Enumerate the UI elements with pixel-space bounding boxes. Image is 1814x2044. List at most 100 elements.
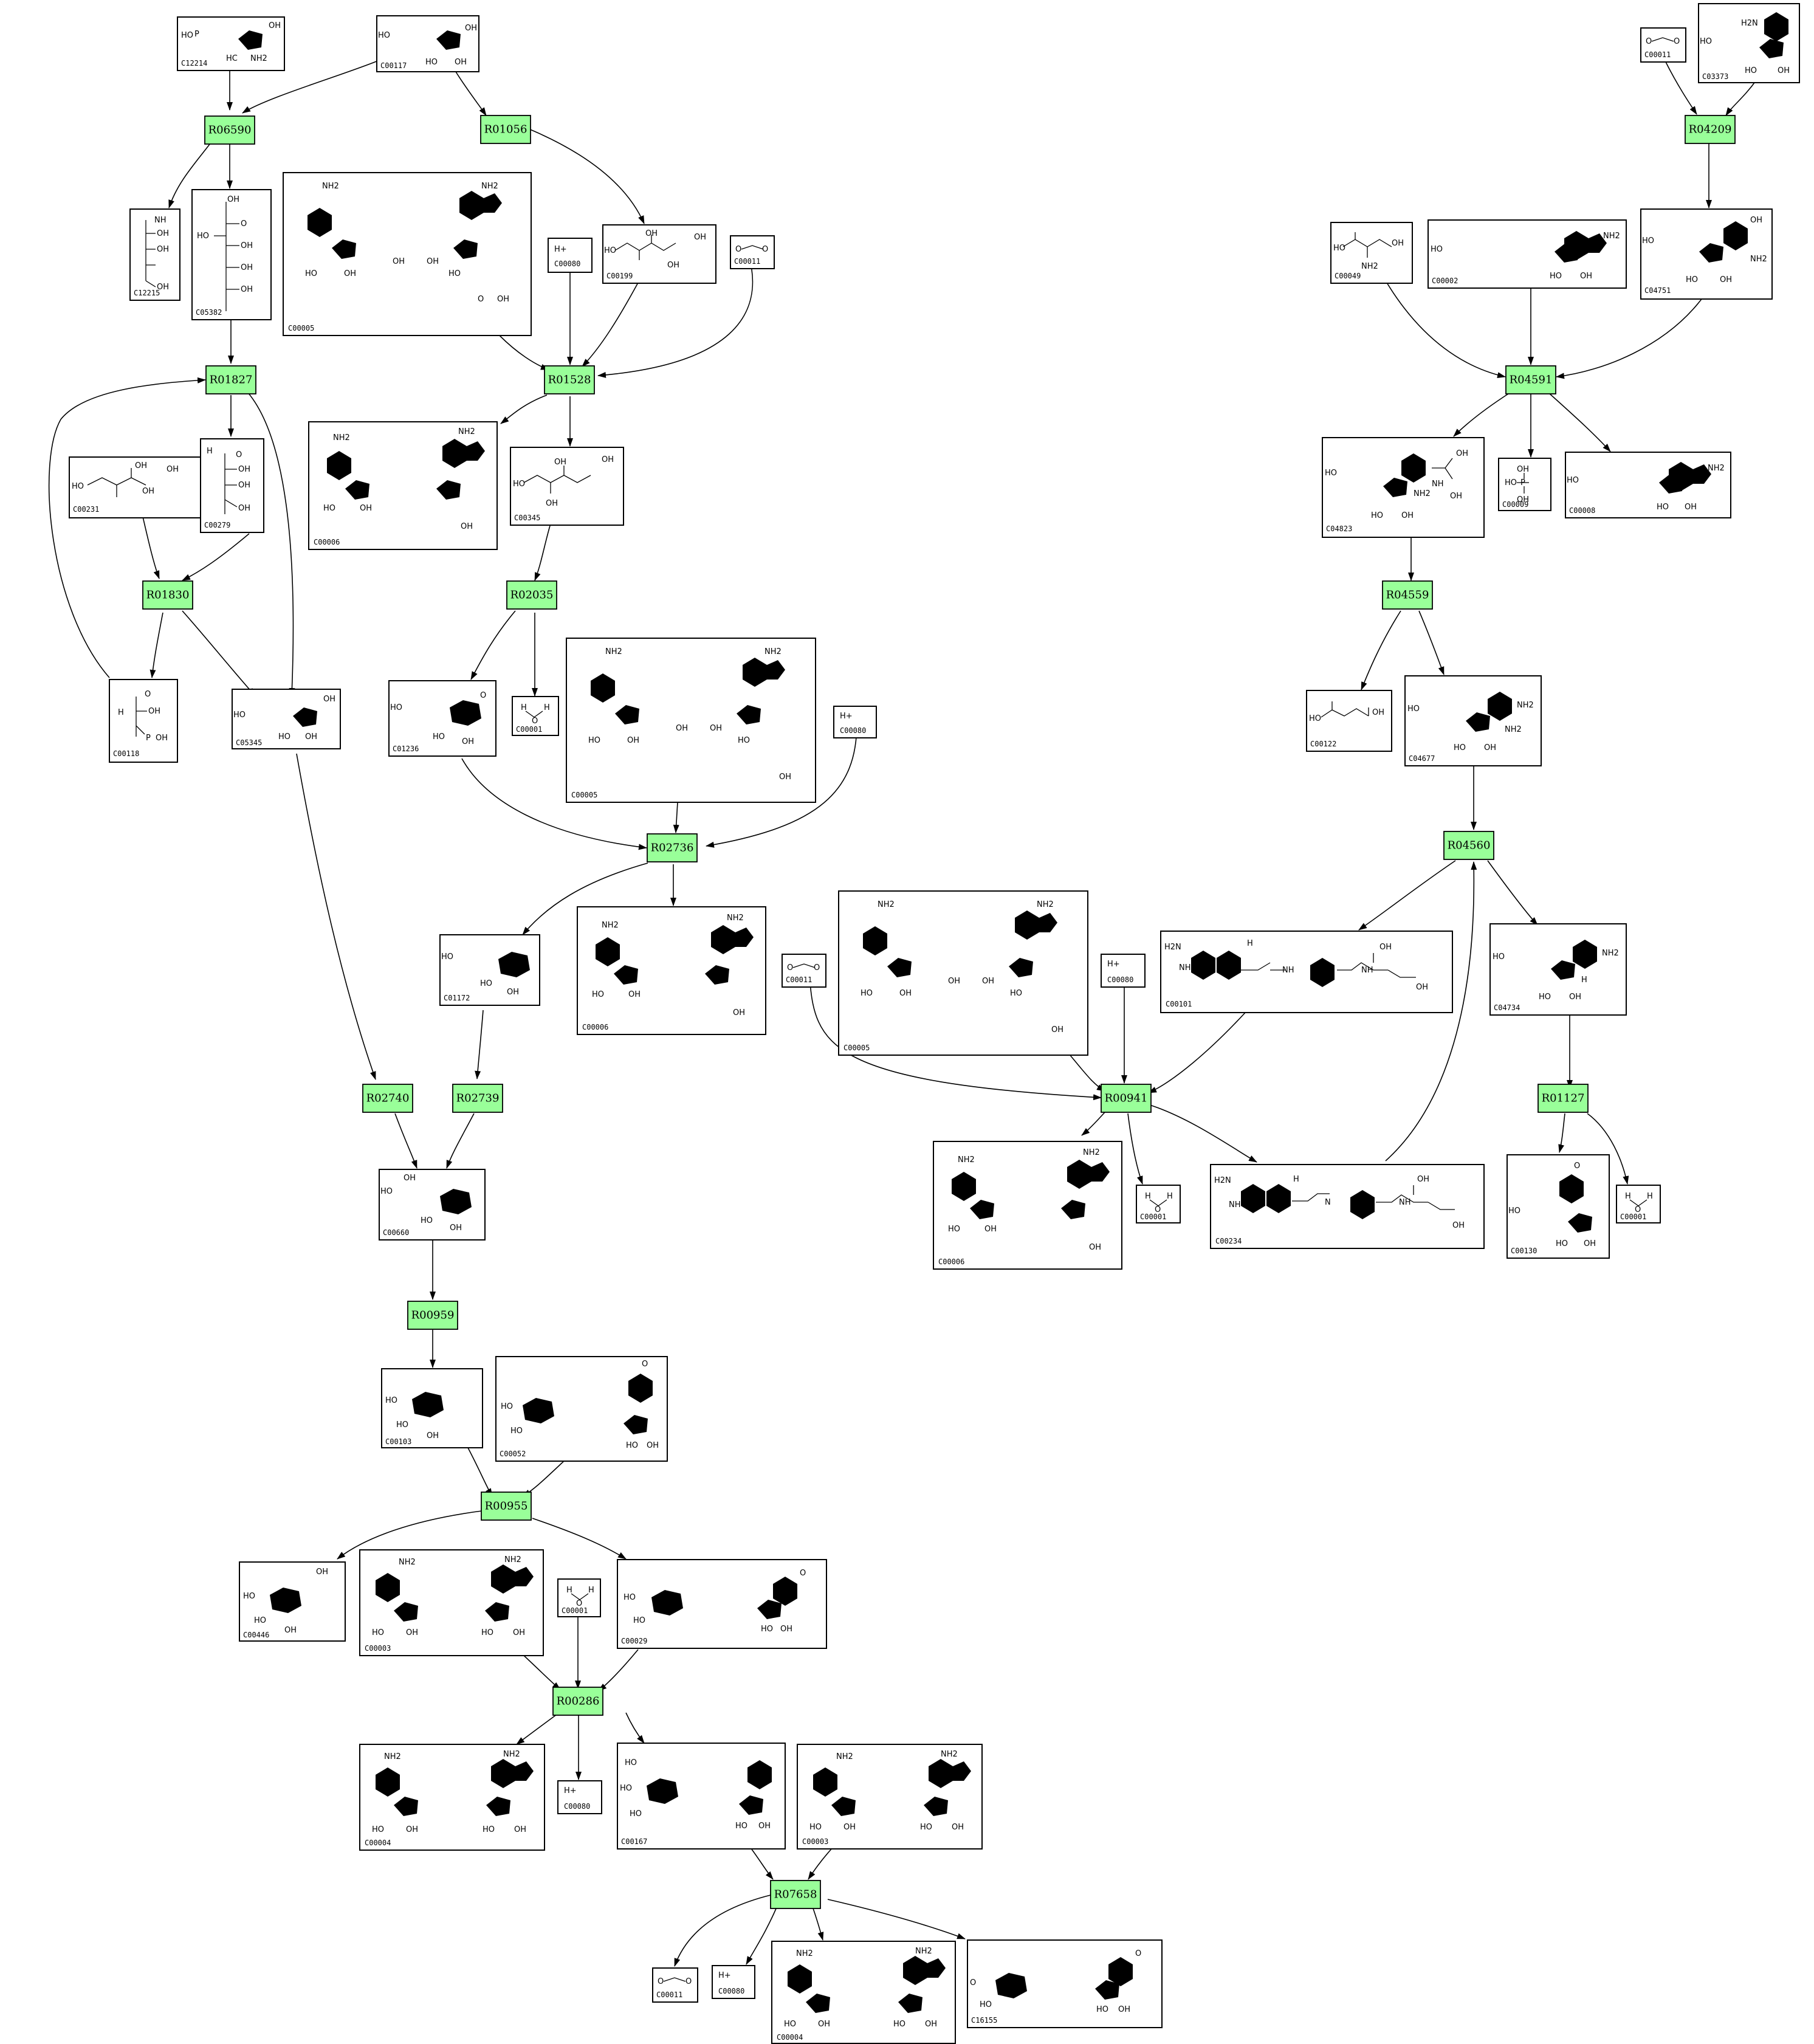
compound-node-C00118[interactable]: H O OH P OH C00118 <box>109 679 178 763</box>
compound-node-C00006-b[interactable]: NH2 NH2 HO OH OH C00006 <box>577 906 766 1035</box>
reaction-node-R02736[interactable]: R02736 <box>647 833 698 862</box>
compound-node-C00446[interactable]: HO OH HO OH C00446 <box>239 1561 346 1642</box>
svg-text:OH: OH <box>227 195 239 204</box>
svg-text:R04559: R04559 <box>1386 589 1429 602</box>
compound-node-C04677[interactable]: HO NH2 NH2 HO OH C04677 <box>1404 675 1542 766</box>
svg-text:O: O <box>800 1569 806 1578</box>
compound-node-C00122[interactable]: HO OH C00122 <box>1306 690 1392 752</box>
compound-node-C00080-e[interactable]: H+ C00080 <box>712 1965 755 1999</box>
compound-node-C00103[interactable]: HO HO OH C00103 <box>381 1368 483 1448</box>
edge <box>1556 298 1702 379</box>
compound-node-C00080-d[interactable]: H+ C00080 <box>557 1780 602 1814</box>
compound-node-C00052[interactable]: O HO HO HO OH C00052 <box>495 1356 668 1462</box>
svg-text:HO: HO <box>233 711 246 720</box>
svg-text:NH2: NH2 <box>399 1558 416 1567</box>
reaction-node-R00955[interactable]: R00955 <box>481 1492 532 1521</box>
compound-node-C00117[interactable]: HO OH HO OH C00117 <box>376 15 479 72</box>
svg-text:C00005: C00005 <box>571 791 597 799</box>
svg-text:OH: OH <box>694 233 706 242</box>
compound-node-C00029[interactable]: O HO HO HO OH C00029 <box>617 1559 827 1649</box>
compound-node-C00011-a[interactable]: O O C00011 <box>1640 27 1686 63</box>
compound-node-C04734[interactable]: HO NH2 H HO OH C04734 <box>1489 923 1627 1016</box>
svg-text:NH2: NH2 <box>1708 464 1725 473</box>
svg-text:OH: OH <box>780 1625 792 1634</box>
reaction-node-R00286[interactable]: R00286 <box>552 1687 603 1716</box>
compound-node-C00080-b[interactable]: H+ C00080 <box>833 706 877 738</box>
compound-node-C00001-a[interactable]: H O H C00001 <box>512 696 559 736</box>
reaction-node-R04209[interactable]: R04209 <box>1685 115 1736 144</box>
compound-node-C04751[interactable]: HO OH NH2 HO OH C04751 <box>1640 208 1773 300</box>
reaction-node-R00941[interactable]: R00941 <box>1101 1084 1152 1113</box>
compound-node-C01236[interactable]: HO O HO OH C01236 <box>388 680 496 757</box>
compound-node-C00005-b[interactable]: NH2 HO OH OH OH HO NH2 OH C00005 <box>566 638 816 803</box>
reaction-node-R01830[interactable]: R01830 <box>142 580 193 610</box>
compound-node-C00011-c[interactable]: O O C00011 <box>782 954 826 988</box>
compound-node-C05345[interactable]: HO OH HO OH C05345 <box>232 689 341 749</box>
compound-node-C05382[interactable]: OH O HO OH OH OH C05382 <box>191 189 272 320</box>
compound-node-C00234[interactable]: H2N NH H N NH OH OH C00234 <box>1210 1164 1485 1249</box>
compound-node-C00005-c[interactable]: NH2 HO OH OH OH HO NH2 OH C00005 <box>838 890 1088 1056</box>
compound-node-C00130[interactable]: O HO HO OH C00130 <box>1507 1154 1610 1259</box>
reaction-node-R01827[interactable]: R01827 <box>205 365 256 394</box>
reaction-node-R01056[interactable]: R01056 <box>480 115 531 144</box>
compound-node-C00006-c[interactable]: NH2 NH2 HO OH OH C00006 <box>933 1141 1122 1270</box>
compound-node-C00199[interactable]: HO OH OH OH C00199 <box>602 224 716 284</box>
compound-node-C00009[interactable]: OH HO P OH C00009 <box>1498 458 1551 511</box>
svg-text:R01056: R01056 <box>484 123 527 136</box>
reaction-node-R02035[interactable]: R02035 <box>506 580 557 610</box>
compound-node-C04823[interactable]: HO OH NH NH2 HO OH OH C04823 <box>1322 437 1485 538</box>
compound-node-C00004-b[interactable]: NH2 NH2 HO OH HO OH C00004 <box>771 1941 956 2044</box>
compound-node-C00001-d[interactable]: H O H C00001 <box>557 1578 601 1617</box>
compound-node-C00080-c[interactable]: H+ C00080 <box>1101 954 1146 988</box>
compound-node-C00049[interactable]: HO OH NH2 C00049 <box>1330 222 1413 284</box>
compound-node-C00011-b[interactable]: O O C00011 <box>730 235 775 269</box>
svg-text:R04560: R04560 <box>1448 839 1491 852</box>
compound-node-C00002[interactable]: HO NH2 HO OH C00002 <box>1427 219 1627 289</box>
compound-node-C12214[interactable]: HO P OH HC NH2 C12214 <box>177 16 285 71</box>
compound-node-C00003-b[interactable]: NH2 NH2 HO OH HO OH C00003 <box>797 1744 983 1850</box>
compound-node-C00345[interactable]: HO OH OH OH C00345 <box>510 447 625 526</box>
reaction-node-R02740[interactable]: R02740 <box>362 1084 413 1113</box>
compound-node-C03373[interactable]: HO H2N HO OH C03373 <box>1698 3 1800 83</box>
svg-text:C00006: C00006 <box>582 1023 608 1031</box>
svg-text:OH: OH <box>1118 2005 1130 2014</box>
svg-text:HO: HO <box>1407 704 1420 714</box>
compound-node-C00008[interactable]: HO NH2 HO OH C00008 <box>1565 451 1731 518</box>
compound-node-C16155[interactable]: O O HO HO OH C16155 <box>967 1939 1163 2028</box>
svg-text:N: N <box>1325 1198 1331 1207</box>
reaction-node-R02739[interactable]: R02739 <box>452 1084 503 1113</box>
compound-node-C00004-a[interactable]: NH2 NH2 HO OH HO OH C00004 <box>359 1744 545 1851</box>
svg-text:NH2: NH2 <box>878 900 895 909</box>
svg-text:NH: NH <box>1432 480 1444 489</box>
reaction-node-R06590[interactable]: R06590 <box>204 115 255 145</box>
reaction-node-R04560[interactable]: R04560 <box>1443 831 1494 860</box>
compound-node-C00101[interactable]: H2N NH H NH NH OH OH C00101 <box>1160 931 1453 1013</box>
compound-node-C00001-b[interactable]: H O H C00001 <box>1136 1185 1181 1223</box>
svg-text:NH2: NH2 <box>836 1752 853 1761</box>
svg-text:OH: OH <box>1416 983 1428 992</box>
reaction-node-R00959[interactable]: R00959 <box>407 1301 458 1330</box>
svg-text:OH: OH <box>1750 216 1762 225</box>
reaction-node-R04559[interactable]: R04559 <box>1382 580 1433 610</box>
svg-text:OH: OH <box>1417 1175 1429 1184</box>
reaction-node-R04591[interactable]: R04591 <box>1505 365 1556 394</box>
svg-text:R06590: R06590 <box>208 124 252 137</box>
compound-node-C00279[interactable]: H O OH OH OH C00279 <box>200 438 264 533</box>
reaction-node-R07658[interactable]: R07658 <box>770 1880 821 1909</box>
compound-node-C00001-c[interactable]: H O H C00001 <box>1616 1185 1661 1223</box>
compound-node-C00080-a[interactable]: H+ C00080 <box>548 238 593 273</box>
reaction-node-R01127[interactable]: R01127 <box>1537 1084 1589 1113</box>
compound-node-C00011-d[interactable]: O O C00011 <box>652 1967 698 2003</box>
compound-node-C00005-a[interactable]: NH2 HO OH OH OH HO NH2 O OH C00005 <box>283 172 532 336</box>
compound-node-C00167[interactable]: HO HO HO HO OH C00167 <box>617 1743 786 1850</box>
compound-node-C00006-a[interactable]: NH2 NH2 HO OH OH C00006 <box>308 421 498 550</box>
reaction-node-R01528[interactable]: R01528 <box>544 365 595 394</box>
svg-text:C04823: C04823 <box>1326 525 1352 533</box>
compound-node-C00660[interactable]: OH HO HO OH C00660 <box>379 1169 486 1241</box>
compound-node-C12215[interactable]: NH OH OH OH C12215 <box>129 208 180 301</box>
svg-text:C00011: C00011 <box>656 1991 682 1999</box>
compound-node-C01172[interactable]: HO HO OH C01172 <box>439 934 540 1006</box>
compound-node-C00231[interactable]: HO OH OH OH C00231 <box>69 456 202 518</box>
compound-node-C00003-a[interactable]: NH2 NH2 HO OH HO OH C00003 <box>359 1549 544 1656</box>
svg-text:O: O <box>1674 37 1680 46</box>
